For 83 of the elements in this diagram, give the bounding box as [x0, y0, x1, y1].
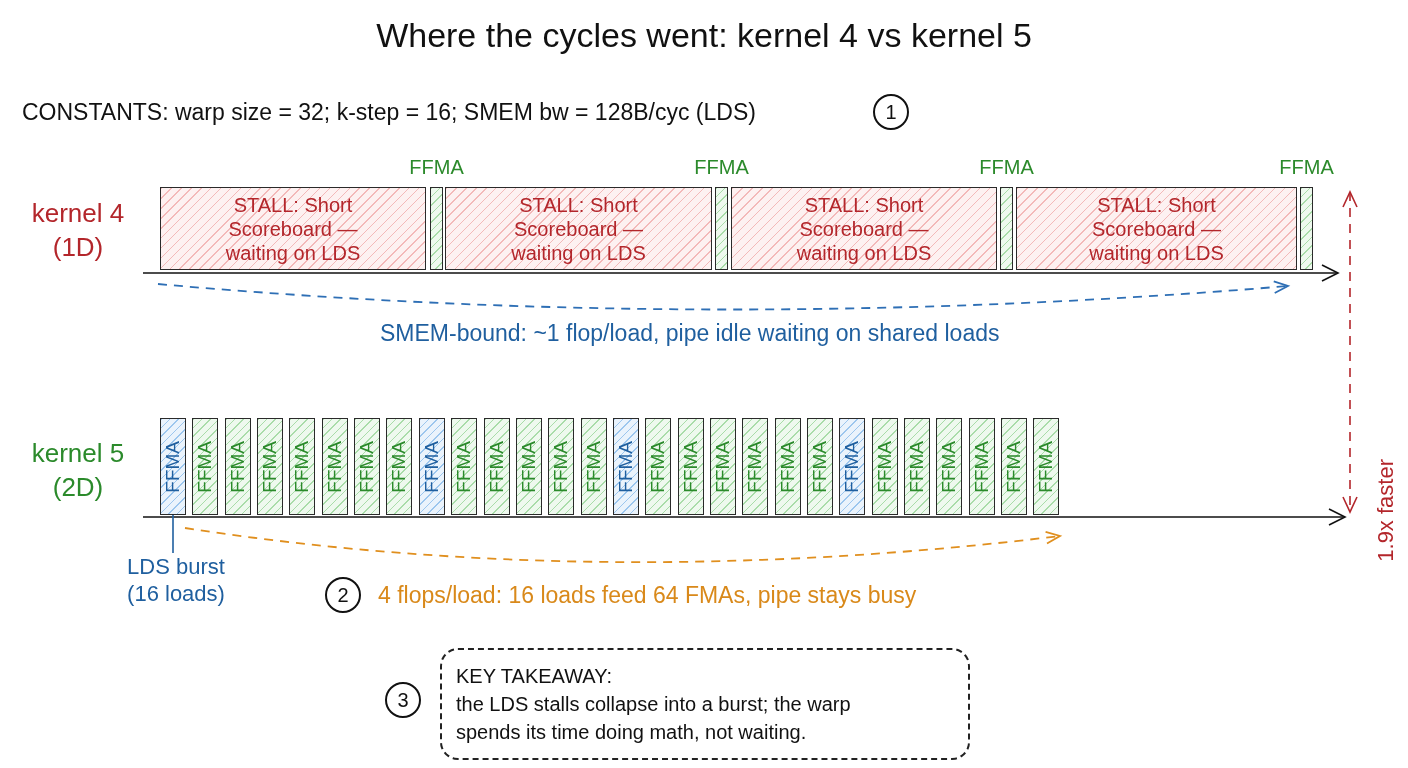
speedup-label: 1.9x faster [1373, 459, 1399, 562]
ffma-label: FFMA [291, 440, 313, 493]
ffma-block [1033, 418, 1059, 515]
ffma-block [419, 418, 445, 515]
ffma-block [936, 418, 962, 515]
ffma-block [548, 418, 574, 515]
callout-number: 2 [325, 577, 361, 613]
ffma-label: FFMA [979, 155, 1034, 179]
callout-number: 3 [385, 682, 421, 718]
ffma-block [742, 418, 768, 515]
ffma-label: FFMA [874, 440, 896, 493]
constants-note: CONSTANTS: warp size = 32; k-step = 16; SMEM bw = 128B/cyc (LDS) [22, 98, 756, 127]
ffma-block [1001, 418, 1027, 515]
ffma-block [904, 418, 930, 515]
annotation-text: SMEM-bound: ~1 flop/load, pipe idle waiting on shared loads [380, 319, 1000, 348]
diagram-title: Where the cycles went: kernel 4 vs kernel 5 [376, 15, 1032, 56]
stall-block [160, 187, 426, 270]
ffma-label: FFMA [162, 440, 184, 493]
ffma-block [257, 418, 283, 515]
burst-label: LDS burst (16 loads) [117, 553, 235, 609]
ffma-label: FFMA [486, 440, 508, 493]
ffma-block [710, 418, 736, 515]
stall-block [445, 187, 712, 270]
ffma-block [386, 418, 412, 515]
ffma-label: FFMA [777, 440, 799, 493]
ffma-block [192, 418, 218, 515]
ffma-label: FFMA [938, 440, 960, 493]
ffma-block [322, 418, 348, 515]
leader-line [172, 514, 174, 554]
ffma-block [484, 418, 510, 515]
ffma-label: FFMA [324, 440, 346, 493]
stall-block [1016, 187, 1297, 270]
ffma-label: FFMA [841, 440, 863, 493]
ffma-label: FFMA [1279, 155, 1334, 179]
ffma-block [160, 418, 186, 515]
ffma-label: FFMA [194, 440, 216, 493]
stall-block [731, 187, 997, 270]
ffma-label: FFMA [356, 440, 378, 493]
ffma-label: FFMA [550, 440, 572, 493]
ffma-block [807, 418, 833, 515]
ffma-label: FFMA [227, 440, 249, 493]
ffma-block [872, 418, 898, 515]
row-label: kernel 5 (2D) [30, 437, 126, 504]
ffma-block [289, 418, 315, 515]
ffma-block [839, 418, 865, 515]
stall-text: STALL: Short Scoreboard — waiting on LDS [510, 192, 647, 265]
ffma-label: FFMA [712, 440, 734, 493]
ffma-label: FFMA [1035, 440, 1057, 493]
ffma-label: FFMA [259, 440, 281, 493]
ffma-block [613, 418, 639, 515]
ffma-block [581, 418, 607, 515]
ffma-label: FFMA [694, 155, 749, 179]
ffma-block [354, 418, 380, 515]
ffma-block [225, 418, 251, 515]
ffma-block [516, 418, 542, 515]
ffma-label: FFMA [809, 440, 831, 493]
ffma-label: FFMA [906, 440, 928, 493]
ffma-label: FFMA [744, 440, 766, 493]
ffma-block [969, 418, 995, 515]
stall-text: STALL: Short Scoreboard — waiting on LDS [1088, 192, 1225, 265]
ffma-label: FFMA [421, 440, 443, 493]
ffma-label: FFMA [518, 440, 540, 493]
ffma-label: FFMA [647, 440, 669, 493]
row-label: kernel 4 (1D) [30, 197, 126, 264]
ffma-label: FFMA [971, 440, 993, 493]
ffma-label: FFMA [583, 440, 605, 493]
annotation-text: 4 flops/load: 16 loads feed 64 FMAs, pipe stays busy [378, 581, 917, 610]
takeaway-heading: KEY TAKEAWAY: [456, 664, 612, 689]
ffma-label: FFMA [680, 440, 702, 493]
ffma-block [451, 418, 477, 515]
takeaway-text: the LDS stalls collapse into a burst; the warp spends its time doing math, not waiting. [456, 692, 852, 745]
ffma-label: FFMA [388, 440, 410, 493]
callout-number: 1 [873, 94, 909, 130]
ffma-label: FFMA [1003, 440, 1025, 493]
takeaway-box [440, 648, 970, 760]
ffma-label: FFMA [453, 440, 475, 493]
ffma-label: FFMA [615, 440, 637, 493]
ffma-block [775, 418, 801, 515]
stall-text: STALL: Short Scoreboard — waiting on LDS [224, 192, 362, 265]
ffma-block [645, 418, 671, 515]
stall-text: STALL: Short Scoreboard — waiting on LDS [795, 192, 933, 265]
ffma-label: FFMA [409, 155, 464, 179]
ffma-block [678, 418, 704, 515]
